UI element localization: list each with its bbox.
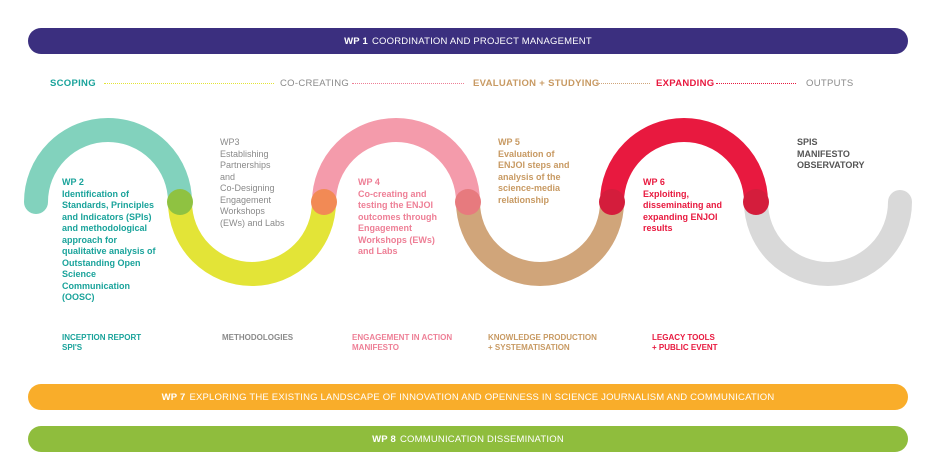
wp4-number: WP 4: [358, 177, 380, 187]
wp2-line: Standards, Principles: [62, 200, 155, 210]
wp5-number: WP 5: [498, 137, 520, 147]
wave-segment-gray: [744, 190, 912, 286]
wave-segment-pink: [312, 118, 480, 214]
wp2-line: and methodological: [62, 223, 148, 233]
wp6-line: disseminating and: [643, 200, 723, 210]
wp7-number: WP 7: [161, 391, 186, 403]
output-knowledge-production: KNOWLEDGE PRODUCTION+ SYSTEMATISATION: [488, 333, 597, 353]
output-line: LEGACY TOOLS: [652, 333, 715, 342]
wp8-number: WP 8: [372, 433, 396, 445]
output-line: INCEPTION REPORT: [62, 333, 142, 342]
wave-segment-teal: [24, 118, 192, 214]
wp4-line: testing the ENJOI: [358, 200, 434, 210]
phase-divider: [104, 83, 274, 84]
wave-segment-tan: [456, 190, 624, 286]
wp3-line: Engagement: [220, 194, 272, 205]
joint-green: [167, 189, 193, 215]
wp2-line: approach for: [62, 234, 118, 245]
joint-crimson: [743, 189, 769, 215]
final-line: SPIS: [797, 137, 818, 147]
output-line: SPI'S: [62, 343, 83, 352]
output-line: + SYSTEMATISATION: [488, 343, 570, 352]
phase-outputs: OUTPUTS: [806, 78, 854, 89]
wp4-line: Co-creating and: [358, 188, 427, 199]
joint-rose: [455, 189, 481, 215]
wp1-bar: WP 1 COORDINATION AND PROJECT MANAGEMENT: [28, 28, 908, 54]
wp6-number: WP 6: [643, 177, 665, 187]
wp8-title: COMMUNICATION DISSEMINATION: [399, 433, 564, 445]
wp2-line: qualitative analysis of: [62, 246, 156, 256]
joint-orange: [311, 189, 337, 215]
wp6-line: Exploiting,: [643, 188, 689, 199]
wp5-line: ENJOI steps and: [498, 160, 570, 170]
wave-segment-red: [600, 118, 768, 214]
phase-expanding: EXPANDING: [656, 78, 715, 89]
phase-cocreating: CO-CREATING: [280, 78, 350, 89]
output-line: + PUBLIC EVENT: [652, 343, 718, 352]
wp7-bar: WP 7 EXPLORING THE EXISTING LANDSCAPE OF…: [28, 384, 908, 410]
phase-divider: [596, 83, 650, 84]
wp1-title: COORDINATION AND PROJECT MANAGEMENT: [371, 35, 592, 47]
wp2-number: WP 2: [62, 177, 84, 187]
output-line: METHODOLOGIES: [222, 333, 294, 342]
wp2-line: Outstanding Open: [62, 257, 141, 268]
wp2-line: (OOSC): [62, 292, 95, 302]
wp5-line: Evaluation of: [498, 148, 555, 159]
wp4-line: Engagement: [358, 223, 413, 233]
output-line: KNOWLEDGE PRODUCTION: [488, 333, 597, 342]
wp7-title: EXPLORING THE EXISTING LANDSCAPE OF INNO…: [189, 391, 775, 403]
output-legacy-tools: LEGACY TOOLS+ PUBLIC EVENT: [652, 333, 718, 353]
wp2-line: Science: [62, 269, 97, 279]
wp5-line: analysis of the: [498, 171, 561, 182]
wave-segment-yellow: [168, 190, 336, 286]
phase-scoping: SCOPING: [50, 78, 96, 89]
wp5-line: relationship: [498, 194, 550, 205]
wp1-number: WP 1: [344, 35, 368, 47]
wp3-line: WP3: [220, 137, 240, 147]
wp5-line: science-media: [498, 183, 561, 193]
output-line: ENGAGEMENT IN ACTION: [352, 333, 453, 342]
wp6-line: results: [643, 223, 673, 233]
wp4-line: and Labs: [358, 246, 398, 256]
wp6-line: expanding ENJOI: [643, 211, 718, 222]
wp3-line: Workshops: [220, 206, 265, 216]
output-line: MANIFESTO: [352, 343, 399, 352]
phase-divider: [716, 83, 796, 84]
phase-divider: [352, 83, 464, 84]
wp2-line: and Indicators (SPIs): [62, 211, 152, 222]
wp8-bar: WP 8 COMMUNICATION DISSEMINATION: [28, 426, 908, 452]
wp4-line: outcomes through: [358, 211, 437, 222]
final-line: MANIFESTO: [797, 148, 850, 159]
wp4-line: Workshops (EWs): [358, 234, 435, 245]
wp3-line: (EWs) and Labs: [220, 217, 285, 228]
wp3-line: Partnerships: [220, 160, 271, 170]
wp2-line: Communication: [62, 280, 131, 291]
wp2-line: Identification of: [62, 188, 129, 199]
wp3-line: Establishing: [220, 148, 269, 159]
final-line: OBSERVATORY: [797, 160, 865, 170]
output-methodologies: METHODOLOGIES: [222, 333, 293, 343]
joint-crimson: [599, 189, 625, 215]
wp3-line: Co-Designing: [220, 183, 275, 193]
wp3-line: and: [220, 171, 236, 182]
phase-evaluation: EVALUATION + STUDYING: [473, 78, 600, 89]
